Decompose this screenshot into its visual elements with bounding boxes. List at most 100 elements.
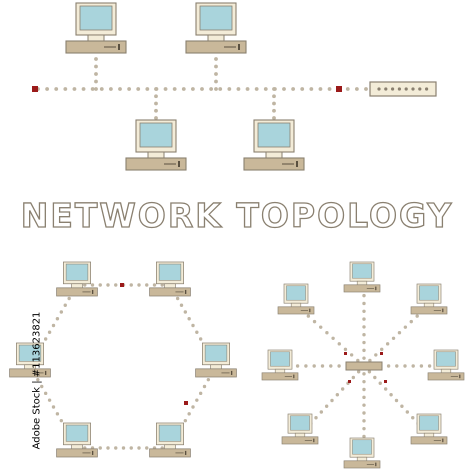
link-dot [175,296,180,301]
link-dot [349,353,354,357]
link-dot [362,301,366,306]
link-dot [362,325,366,329]
monitor-stand [207,34,225,42]
hub-port [425,87,429,91]
link-dot [63,87,68,91]
power-button-icon [230,370,233,375]
hub-body [345,361,383,371]
link-dot [397,331,402,335]
monitor-stand [440,368,452,374]
bus-drop [94,57,98,91]
system-unit [149,448,191,458]
link-dot [330,398,334,403]
hub-port [418,87,422,91]
link-dot [329,364,333,368]
link-dot [362,372,366,376]
monitor-screen [352,263,372,279]
bus-terminator [336,86,342,92]
link-dot [94,79,98,84]
link-dot [319,325,323,329]
link-dot [362,419,366,423]
link-dot [409,319,413,324]
link-dot [129,283,133,287]
link-dot [209,87,214,91]
system-unit [343,284,381,293]
link-dot [245,87,250,91]
monitor-stand [164,444,176,450]
link-dot [183,418,188,423]
bus-drop [214,57,218,91]
link-dot [320,364,325,368]
link-dot [411,416,415,420]
link-dot [325,331,329,335]
monitor-stand [265,151,283,159]
hub-port [404,87,408,91]
link-dot [118,87,122,91]
link-dot [59,310,64,314]
link-dot [300,87,305,91]
link-dot [45,87,50,91]
link-dot [94,57,98,61]
link-dot [214,79,218,84]
bus-computer [243,119,305,171]
power-button-icon [375,286,377,291]
power-button-icon [178,161,180,167]
link-dot [108,87,113,91]
hub-port [391,87,395,91]
monitor-screen [286,285,306,301]
bus-terminator [32,86,38,92]
link-dot [114,283,118,287]
ring-link [75,283,172,287]
link-dot [191,323,195,328]
ring-computer [56,261,98,297]
system-unit [410,436,448,445]
power-button-icon [375,462,377,467]
monitor-screen [204,344,228,362]
link-dot [362,395,366,400]
link-dot [72,87,77,91]
monitor-screen [290,415,310,431]
system-unit [9,368,51,378]
power-button-icon [459,374,461,379]
monitor-screen [18,344,42,362]
link-dot [304,364,308,368]
system-unit [343,460,381,469]
monitor-screen [270,351,290,367]
link-dot [51,405,56,409]
link-dot [154,101,158,106]
link-dot [137,283,141,287]
link-dot [63,303,67,307]
hub-port [411,87,415,91]
star-computer [410,283,448,315]
link-dot [43,391,48,396]
link-dot [395,364,399,368]
link-dot [254,87,259,91]
power-button-icon [44,370,47,375]
star-computer [427,349,465,381]
monitor-stand [210,364,222,370]
link-dot [351,375,356,380]
bus-backbone [36,87,368,91]
link-dot [198,391,203,396]
link-dot [291,87,296,91]
link-dot [272,116,276,120]
link-dot [354,87,359,91]
link-dot [181,87,186,91]
star-computer [277,283,315,315]
system-unit [185,40,247,54]
monitor-screen [158,424,182,442]
star-computer [281,413,319,445]
link-dot [98,283,102,287]
power-button-icon [118,44,120,50]
link-dot [356,370,361,374]
link-dot [214,72,218,76]
connection-lines [28,57,448,462]
link-dot [163,87,168,91]
link-dot [362,356,366,360]
link-dot [368,358,372,363]
monitor-screen [65,424,89,442]
monitor-screen [139,122,173,148]
system-unit [281,436,319,445]
link-dot [179,303,184,307]
